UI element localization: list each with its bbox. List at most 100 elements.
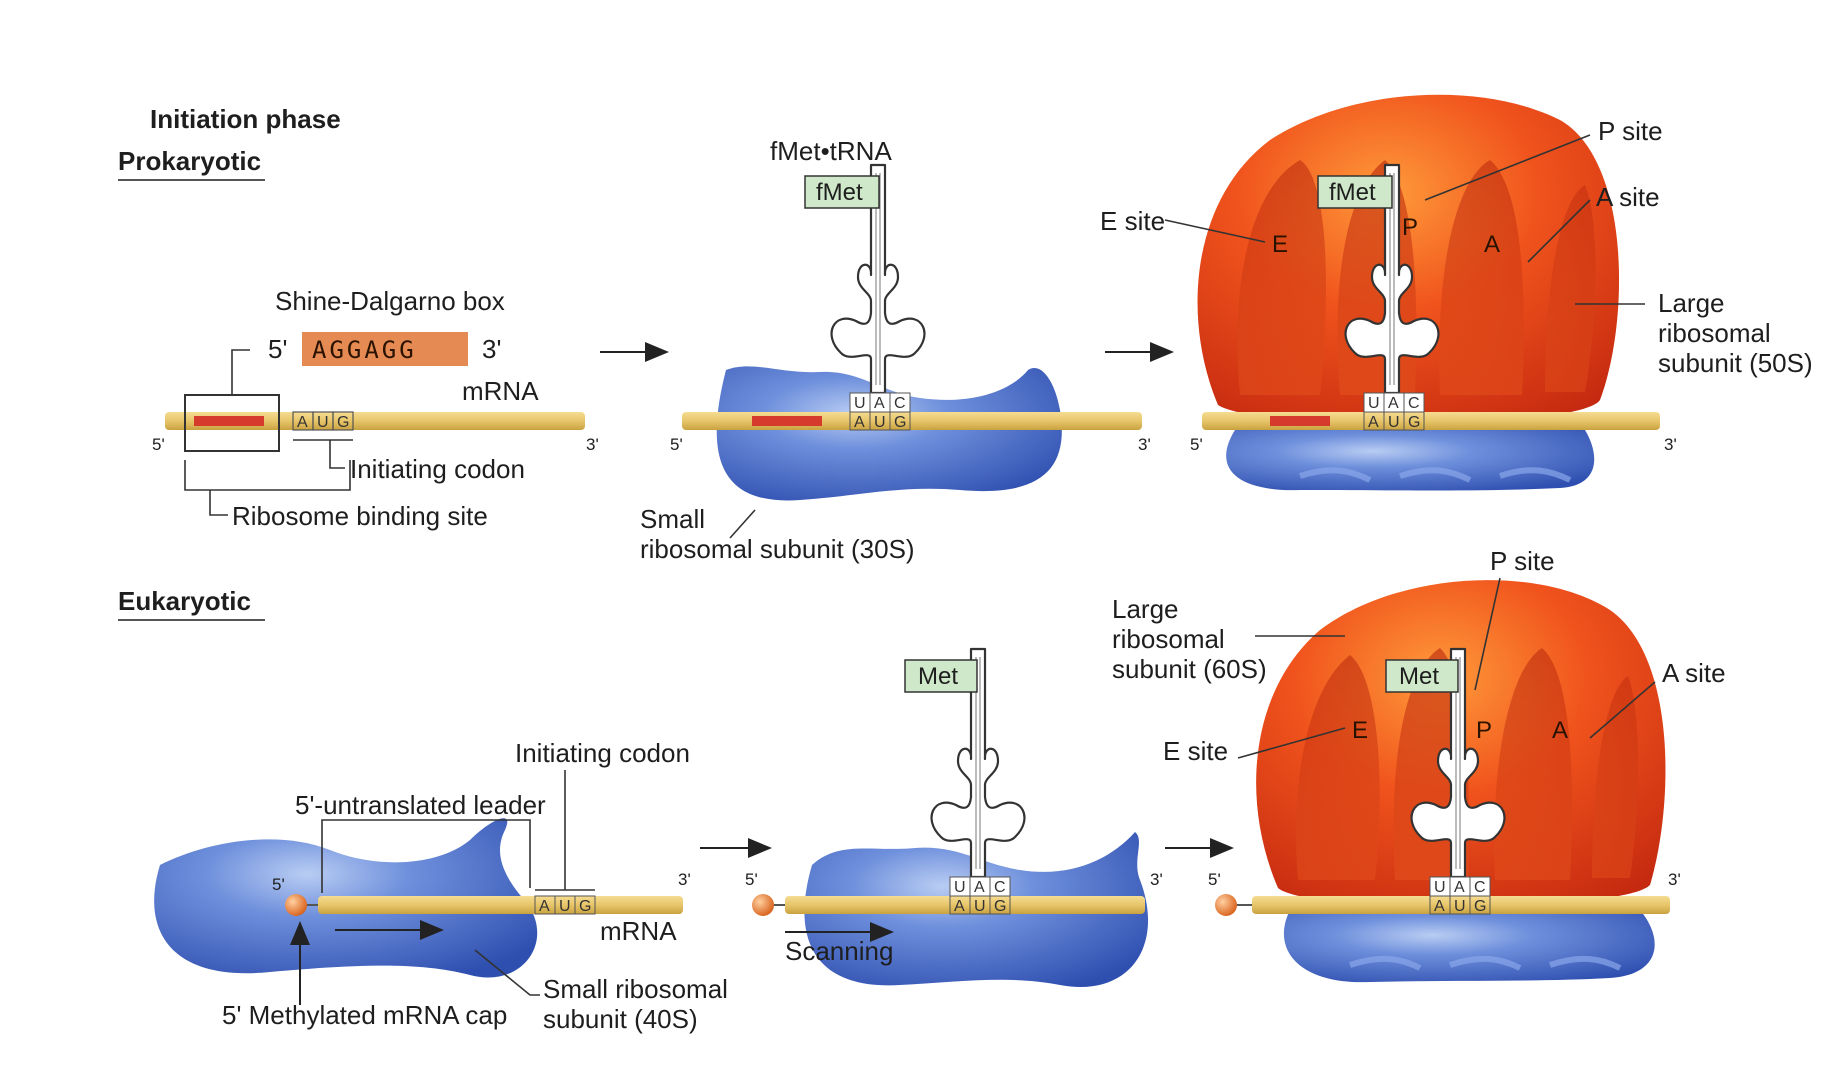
small-subunit-label-1: Small	[640, 504, 705, 534]
ribosome-binding-region	[194, 416, 264, 426]
p-site-letter: P	[1476, 717, 1492, 744]
svg-text:U: U	[954, 879, 966, 896]
ribosome-binding-site-label: Ribosome binding site	[232, 501, 488, 531]
a-site-leader	[1589, 681, 1656, 739]
svg-text:U: U	[854, 395, 866, 412]
svg-text:A: A	[874, 395, 885, 412]
a-site-label: A site	[1596, 182, 1660, 212]
e-site-letter: E	[1352, 717, 1368, 744]
p-site-letter: P	[1402, 214, 1418, 241]
cap-label: 5' Methylated mRNA cap	[222, 1000, 507, 1030]
svg-text:U: U	[1454, 898, 1466, 915]
sd-sequence-box	[302, 332, 468, 366]
svg-text:C: C	[894, 395, 906, 412]
svg-text:C: C	[994, 879, 1006, 896]
initiating-codon-leader	[535, 770, 595, 891]
a-site-leader	[1527, 199, 1591, 263]
mrna-three-prime: 3'	[1668, 870, 1681, 889]
large-subunit-label-3: subunit (60S)	[1112, 654, 1267, 684]
mrna-label: mRNA	[462, 376, 539, 406]
svg-text:U: U	[1368, 395, 1380, 412]
small-subunit-leader	[729, 509, 756, 539]
small-subunit-label-1: Small ribosomal	[543, 974, 728, 1004]
e-site-letter: E	[1272, 231, 1288, 258]
ribosome-binding-region	[1270, 416, 1330, 426]
svg-text:G: G	[994, 898, 1006, 915]
a-site-letter: A	[1484, 231, 1500, 258]
euk-panel-full-ribosome: 5' 3' U A C A U G Met E P A E site P sit…	[1112, 546, 1726, 983]
sd-sequence: AGGAGG	[312, 336, 417, 364]
mrna-five-prime: 5'	[670, 435, 683, 454]
svg-text:U: U	[974, 898, 986, 915]
p-site-label: P site	[1490, 546, 1555, 576]
e-site-label: E site	[1163, 736, 1228, 766]
fmet-tag-text: fMet	[816, 179, 863, 206]
met-tag	[904, 659, 978, 693]
ribosome-binding-region	[752, 416, 822, 426]
small-subunit-40s	[1283, 910, 1655, 983]
mrna-five-prime: 5'	[745, 870, 758, 889]
methylated-cap	[1215, 894, 1237, 916]
prok-panel-mrna: Shine-Dalgarno box 5' AGGAGG 3' A U G mR…	[152, 286, 599, 531]
codon-aug: A U G	[1363, 411, 1425, 431]
svg-text:U: U	[317, 414, 329, 431]
svg-text:A: A	[1368, 414, 1379, 431]
large-subunit-label-3: subunit (50S)	[1658, 348, 1813, 378]
anticodon-uac: U A C	[1429, 876, 1491, 897]
svg-text:G: G	[337, 414, 349, 431]
codon-aug: A U G	[949, 895, 1011, 915]
shine-dalgarno-label: Shine-Dalgarno box	[275, 286, 505, 316]
mrna-three-prime: 3'	[1150, 870, 1163, 889]
mrna-strand	[318, 896, 683, 914]
svg-text:G: G	[1474, 898, 1486, 915]
svg-text:U: U	[874, 414, 886, 431]
leader-bracket	[321, 819, 531, 893]
mrna-strand	[682, 412, 1142, 430]
mrna-five-prime: 5'	[1190, 435, 1203, 454]
svg-text:A: A	[974, 879, 985, 896]
e-site-leader	[1237, 727, 1346, 759]
anticodon-uac: U A C	[1363, 392, 1425, 413]
large-subunit-label-2: ribosomal	[1112, 624, 1225, 654]
eukaryotic-heading: Eukaryotic	[118, 586, 251, 616]
methylated-cap	[752, 894, 774, 916]
sd-leader-line	[231, 349, 250, 395]
leader-label: 5'-untranslated leader	[295, 790, 546, 820]
prok-panel-full-ribosome: 5' 3' U A C A U G fMet E P A E site P si…	[1100, 94, 1813, 491]
codon-aug: A U G	[292, 411, 354, 431]
scanning-label: Scanning	[785, 936, 893, 966]
prokaryotic-heading: Prokaryotic	[118, 146, 261, 176]
mrna-five-prime: 5'	[272, 875, 285, 894]
met-tag	[1385, 659, 1459, 693]
a-site-letter: A	[1552, 717, 1568, 744]
small-subunit-30s	[1226, 430, 1595, 491]
svg-text:C: C	[1408, 395, 1420, 412]
met-tag-text: Met	[1399, 663, 1439, 690]
fmet-tag	[804, 175, 880, 209]
svg-text:A: A	[1388, 395, 1399, 412]
methylated-cap	[285, 894, 307, 916]
codon-aug: A U G	[534, 895, 596, 915]
met-tag-text: Met	[918, 663, 958, 690]
euk-panel-cap-binding: 5' 3' A U G 5'-untranslated leader Initi…	[154, 738, 728, 1034]
trna-label: fMet•tRNA	[770, 136, 892, 166]
svg-text:U: U	[1434, 879, 1446, 896]
mrna-label: mRNA	[600, 916, 677, 946]
mrna-strand	[165, 412, 585, 430]
svg-text:A: A	[1454, 879, 1465, 896]
p-site-label: P site	[1598, 116, 1663, 146]
mrna-three-prime: 3'	[678, 870, 691, 889]
large-subunit-label-1: Large	[1658, 288, 1725, 318]
svg-text:C: C	[1474, 879, 1486, 896]
svg-text:A: A	[539, 898, 550, 915]
svg-text:A: A	[954, 898, 965, 915]
a-site-label: A site	[1662, 658, 1726, 688]
phase-heading: Initiation phase	[150, 104, 341, 134]
svg-text:A: A	[1434, 898, 1445, 915]
mrna-strand	[785, 896, 1145, 914]
svg-text:A: A	[854, 414, 865, 431]
sd-five-prime: 5'	[268, 334, 287, 364]
euk-panel-scanning: 5' 3' U A C A U G Met Scanning	[745, 647, 1163, 987]
svg-text:A: A	[297, 414, 308, 431]
